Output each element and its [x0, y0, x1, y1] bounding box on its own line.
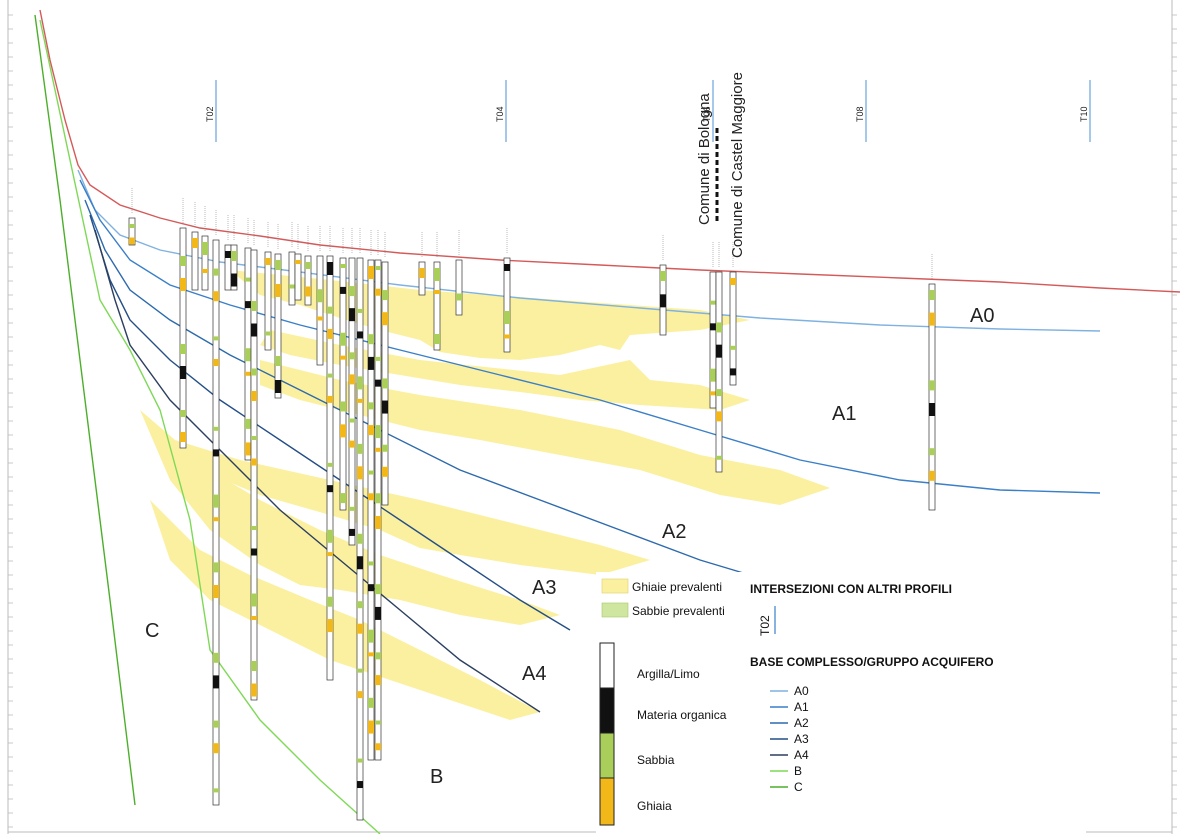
- legend-column-sand: [599, 732, 615, 779]
- left-depth-ruler: [8, 14, 13, 828]
- borehole: [356, 228, 364, 821]
- borehole: [230, 215, 238, 291]
- borehole: [288, 222, 296, 306]
- unit-label-B: B: [430, 766, 443, 788]
- borehole: [294, 224, 302, 301]
- intersection-markers: T02 T04 T06 T08 T10: [205, 80, 1091, 142]
- borehole: [191, 202, 199, 291]
- borehole: [418, 232, 426, 296]
- unit-label-A0: A0: [970, 305, 994, 327]
- topography-line: [39, 9, 1181, 293]
- borehole: [224, 215, 232, 291]
- legend-column-gravel: [599, 777, 615, 826]
- legend-organic-label: Materia organica: [637, 708, 727, 722]
- legend-intersections-title: INTERSEZIONI CON ALTRI PROFILI: [750, 582, 952, 596]
- borehole: [326, 226, 334, 681]
- legend-base-label-C: C: [794, 780, 803, 794]
- legend-clay-label: Argilla/Limo: [637, 667, 700, 681]
- base-B-line: [39, 19, 381, 834]
- intersection-label-T06: T06: [702, 106, 712, 122]
- borehole: [455, 230, 463, 316]
- unit-label-A4: A4: [522, 663, 546, 685]
- borehole: [274, 224, 282, 399]
- unit-label-A1: A1: [832, 403, 856, 425]
- borehole: [709, 242, 717, 409]
- borehole: [715, 242, 723, 473]
- borehole: [212, 210, 220, 806]
- borehole: [244, 218, 252, 461]
- intersection-label-T08: T08: [855, 106, 865, 122]
- borehole: [250, 220, 258, 701]
- legend-base-label-A4: A4: [794, 748, 809, 762]
- borehole: [381, 232, 389, 506]
- legend-sand-label: Sabbia: [637, 753, 675, 767]
- legend-base-label-A3: A3: [794, 732, 809, 746]
- legend: Ghiaie prevalenti Sabbie prevalenti Argi…: [596, 572, 1086, 834]
- intersection-label-T02: T02: [205, 106, 215, 122]
- base-A3-line: [89, 214, 571, 631]
- borehole: [928, 254, 936, 511]
- borehole: [367, 230, 375, 761]
- base-A0-line: [77, 169, 1101, 332]
- intersection-label-T10: T10: [1079, 106, 1089, 122]
- commune-bologna-label: Comune di Bologna: [696, 93, 713, 225]
- borehole: [179, 198, 187, 449]
- base-A1-line: [79, 179, 1101, 494]
- legend-sabbie-label: Sabbie prevalenti: [632, 604, 725, 618]
- legend-base-label-A2: A2: [794, 716, 809, 730]
- borehole: [316, 226, 324, 366]
- right-depth-ruler: [1172, 14, 1177, 828]
- borehole: [339, 228, 347, 511]
- legend-base-title: BASE COMPLESSO/GRUPPO ACQUIFERO: [750, 655, 994, 669]
- commune-boundary: Comune di Bologna Comune di Castel Maggi…: [696, 72, 746, 258]
- borehole: [503, 228, 511, 353]
- intersection-label-T04: T04: [495, 106, 505, 122]
- base-A4-line: [94, 229, 541, 713]
- borehole: [659, 235, 667, 336]
- borehole: [304, 226, 312, 306]
- unit-label-A3: A3: [532, 577, 556, 599]
- commune-castel-maggiore-label: Comune di Castel Maggiore: [729, 72, 746, 258]
- legend-swatch-sabbie: [601, 602, 629, 618]
- borehole: [128, 188, 136, 246]
- unit-label-C: C: [145, 620, 159, 642]
- legend-base-label-A1: A1: [794, 700, 809, 714]
- borehole: [433, 232, 441, 351]
- legend-base-label-A0: A0: [794, 684, 809, 698]
- unit-label-A2: A2: [662, 521, 686, 543]
- legend-intersection-sample: T02: [758, 615, 772, 636]
- legend-ghiaie-label: Ghiaie prevalenti: [632, 580, 722, 594]
- legend-gravel-label: Ghiaia: [637, 799, 672, 813]
- unit-labels: A0 A1 A2 A3 A4 B C: [145, 305, 994, 788]
- legend-column-organic: [599, 687, 615, 734]
- legend-column-clay: [599, 642, 615, 689]
- base-C-line: [34, 14, 136, 806]
- borehole: [729, 242, 737, 386]
- legend-swatch-ghiaie: [601, 578, 629, 594]
- boreholes: [128, 188, 936, 821]
- legend-base-label-B: B: [794, 764, 802, 778]
- borehole: [374, 230, 382, 761]
- borehole: [201, 206, 209, 291]
- borehole: [348, 228, 356, 546]
- borehole: [264, 222, 272, 351]
